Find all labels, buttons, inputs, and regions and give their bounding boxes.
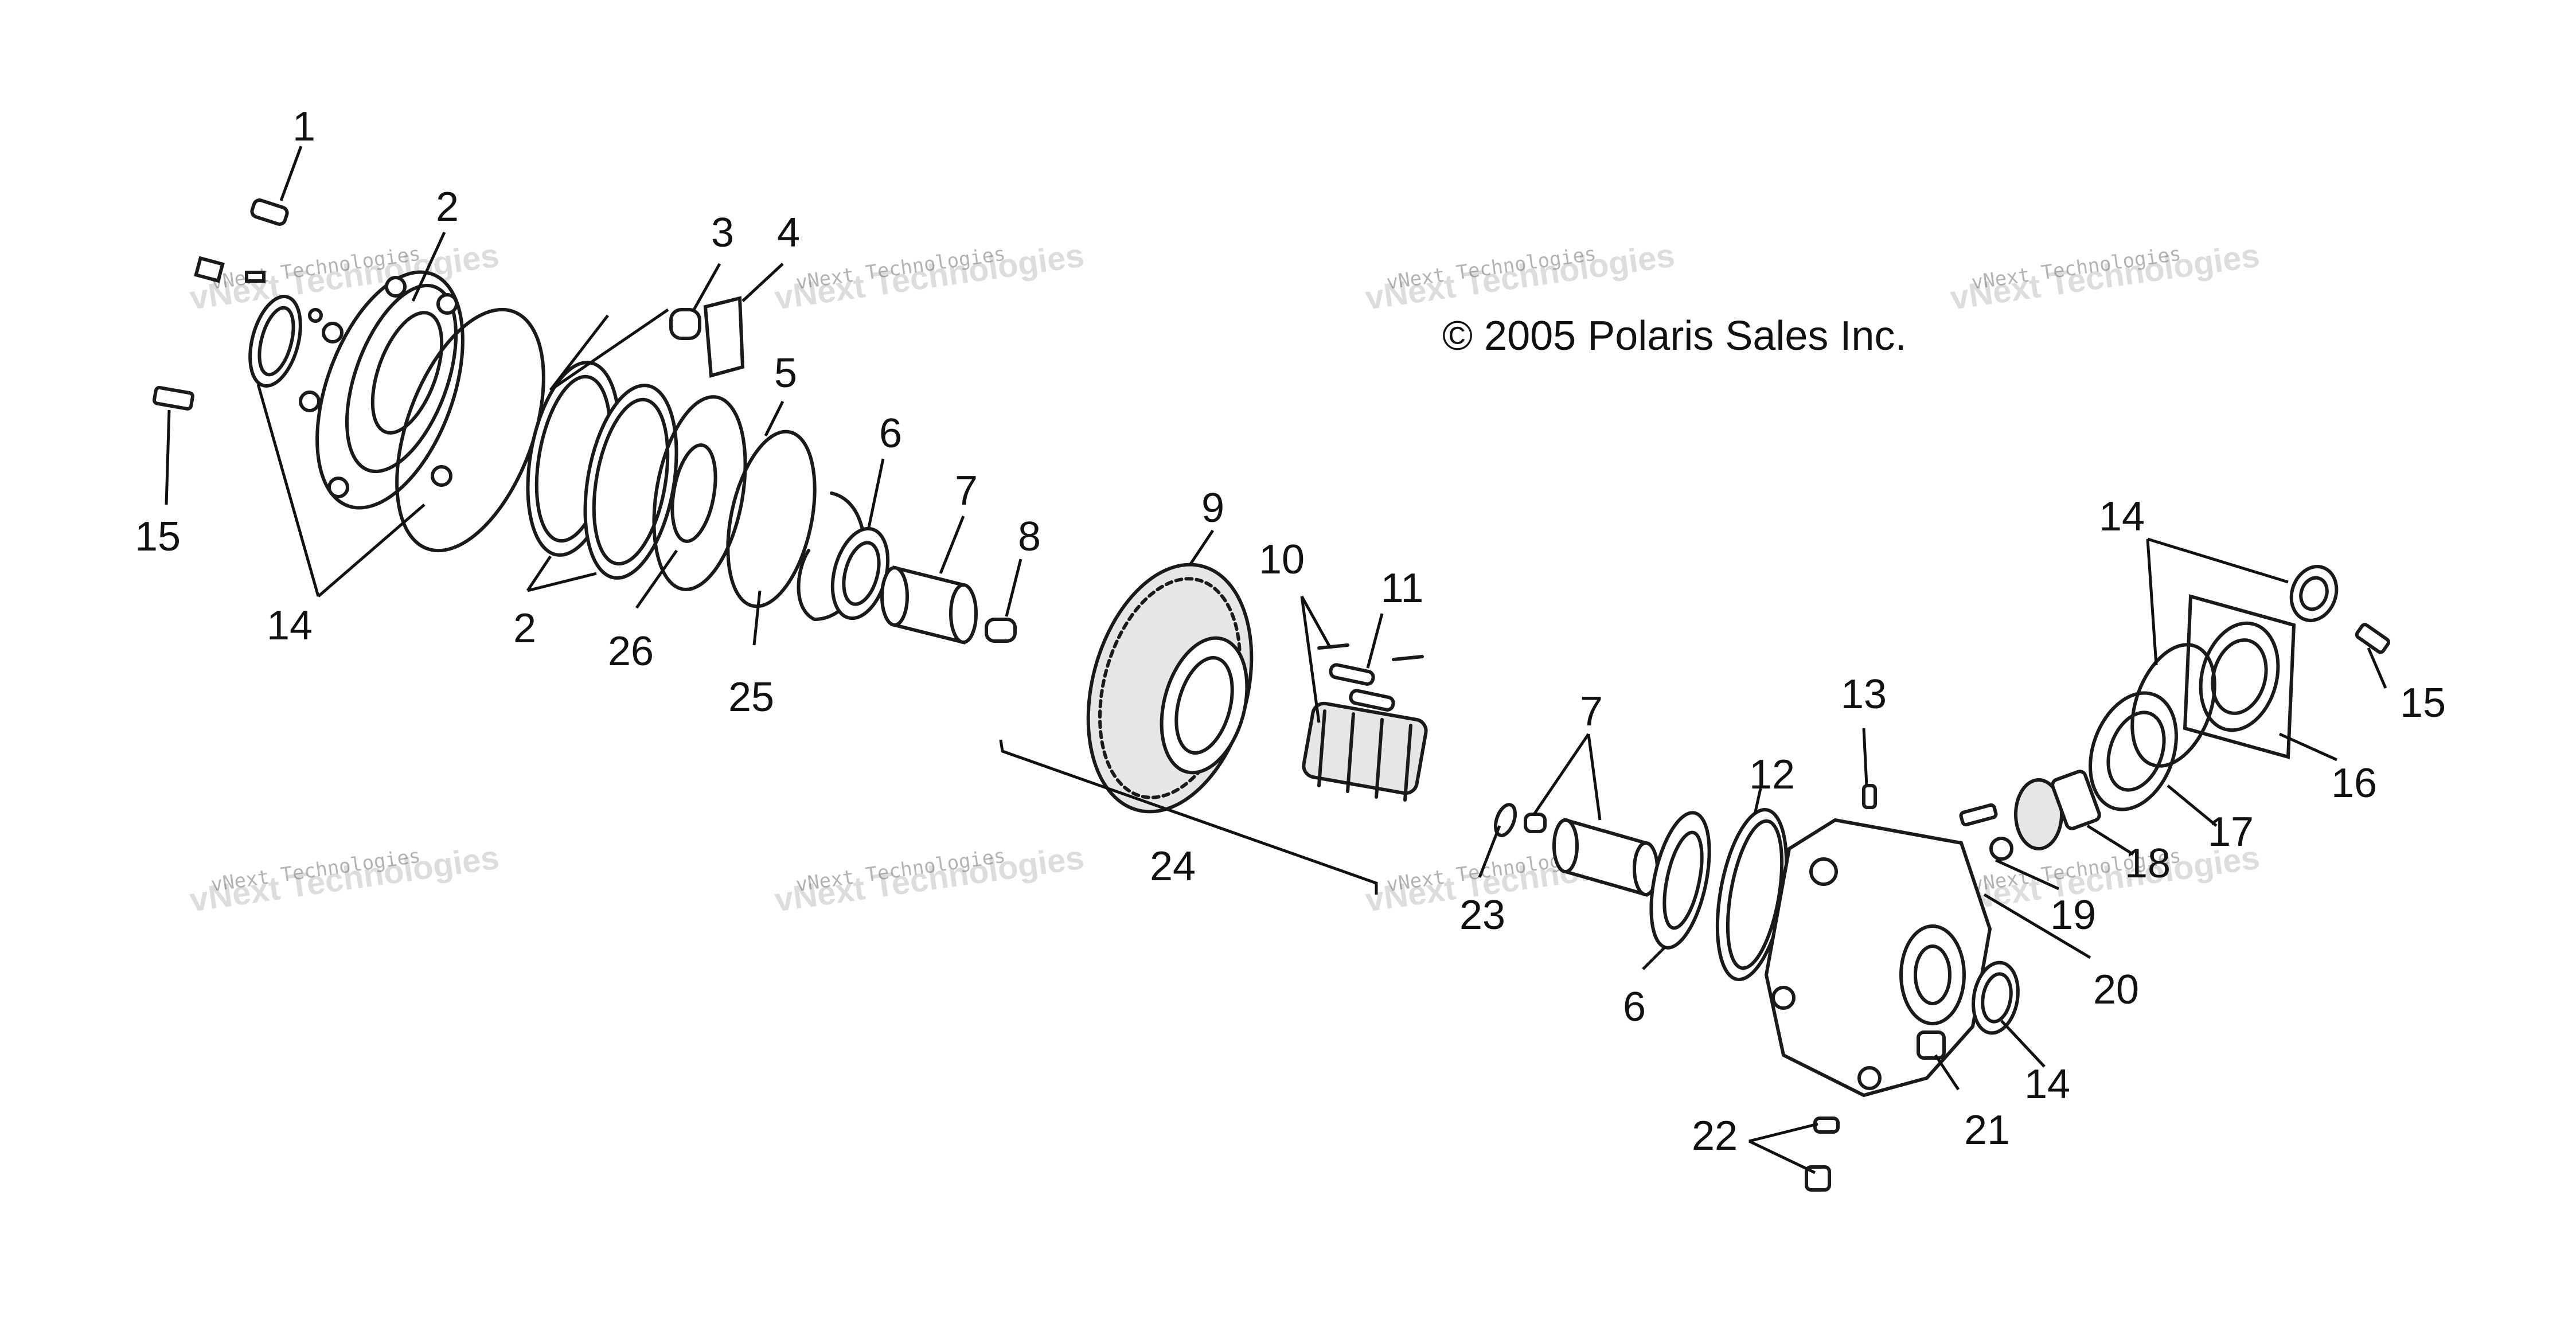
part-plugs-22 <box>1805 1117 1840 1192</box>
part-pins-11 <box>1317 643 1424 712</box>
callout-10: 10 <box>1259 537 1305 583</box>
callout-2: 2 <box>436 184 459 230</box>
callout-6: 6 <box>1623 984 1646 1030</box>
part-bolt-19 <box>1959 803 2013 861</box>
watermark: vNext Technologies vNext Technologies <box>1948 237 2262 317</box>
part-stud <box>250 198 289 226</box>
callout-15: 15 <box>135 514 181 560</box>
callout-23: 23 <box>1459 892 1505 938</box>
part-bolt-right <box>2355 623 2391 654</box>
part-gear-case-20 <box>1764 818 1992 1098</box>
part-seal-right-lower <box>1972 961 2020 1035</box>
callout-20: 20 <box>2093 967 2139 1013</box>
bracket-assembly-24 <box>999 739 1378 895</box>
callout-17: 17 <box>2208 809 2254 855</box>
part-cover-housing <box>299 270 465 510</box>
part-ring-gear-9 <box>1086 563 1254 814</box>
part-pinion-shaft-18 <box>2014 770 2101 850</box>
part-seal-left <box>248 295 302 388</box>
watermark: vNext Technologies vNext Technologies <box>772 839 1086 919</box>
callout-1: 1 <box>292 104 315 150</box>
callout-25: 25 <box>728 674 774 720</box>
leader-lines <box>165 146 2387 1174</box>
part-plug-21 <box>1917 1030 1946 1060</box>
part-sleeve-7-right <box>1552 818 1659 897</box>
callout-2: 2 <box>513 606 536 651</box>
callout-26: 26 <box>608 628 654 674</box>
callout-19: 19 <box>2050 892 2096 938</box>
copyright-notice: © 2005 Polaris Sales Inc. <box>1442 313 1906 359</box>
callout-16: 16 <box>2331 760 2377 806</box>
part-seal-right-upper <box>2289 565 2339 622</box>
part-bearing-6-right <box>1649 811 1711 950</box>
part-o-ring-right <box>2130 643 2216 768</box>
callout-labels: 1 2 2 3 4 5 6 6 7 7 8 9 10 11 12 13 14 1… <box>135 104 2446 1159</box>
part-pin-3 <box>669 308 701 340</box>
watermarks: vNext Technologies vNext Technologies vN… <box>188 237 2262 919</box>
callout-6: 6 <box>879 411 902 456</box>
part-bearing-race-2 <box>526 361 678 580</box>
callout-9: 9 <box>1201 485 1224 531</box>
callout-14: 14 <box>2099 494 2145 540</box>
part-small-fittings <box>194 256 323 323</box>
callout-14: 14 <box>2024 1061 2070 1107</box>
part-sleeve-7-left <box>880 565 978 645</box>
callout-5: 5 <box>774 350 797 396</box>
callout-12: 12 <box>1749 752 1795 798</box>
part-pin-7-small <box>1524 813 1547 833</box>
part-bracket-4 <box>703 296 745 378</box>
part-bolt-left <box>152 385 194 411</box>
callout-21: 21 <box>1964 1107 2010 1153</box>
watermark: vNext Technologies vNext Technologies <box>772 237 1086 317</box>
callout-8: 8 <box>1018 514 1041 560</box>
part-washer-23 <box>1493 803 1517 837</box>
callout-13: 13 <box>1841 672 1887 717</box>
callout-4: 4 <box>777 210 800 256</box>
callout-11: 11 <box>1381 565 1424 611</box>
part-bearing-6-left <box>830 526 890 620</box>
callout-18: 18 <box>2125 841 2171 887</box>
callout-14: 14 <box>267 603 313 649</box>
callout-3: 3 <box>711 210 734 256</box>
part-pin-13 <box>1862 784 1877 809</box>
watermark: vNext Technologies vNext Technologies <box>188 839 501 919</box>
callout-7: 7 <box>955 468 978 514</box>
callout-15: 15 <box>2400 680 2446 726</box>
part-shim-26 <box>652 395 747 591</box>
part-flange-16 <box>2183 594 2296 759</box>
callout-22: 22 <box>1692 1113 1738 1159</box>
part-pin-8 <box>985 618 1017 643</box>
callout-7: 7 <box>1580 689 1603 735</box>
part-clutch-hub-10 <box>1302 701 1428 802</box>
part-ring-25 <box>797 491 867 621</box>
watermark: vNext Technologies vNext Technologies <box>1363 237 1677 317</box>
callout-24: 24 <box>1150 844 1196 889</box>
part-snap-ring-5 <box>726 430 817 608</box>
